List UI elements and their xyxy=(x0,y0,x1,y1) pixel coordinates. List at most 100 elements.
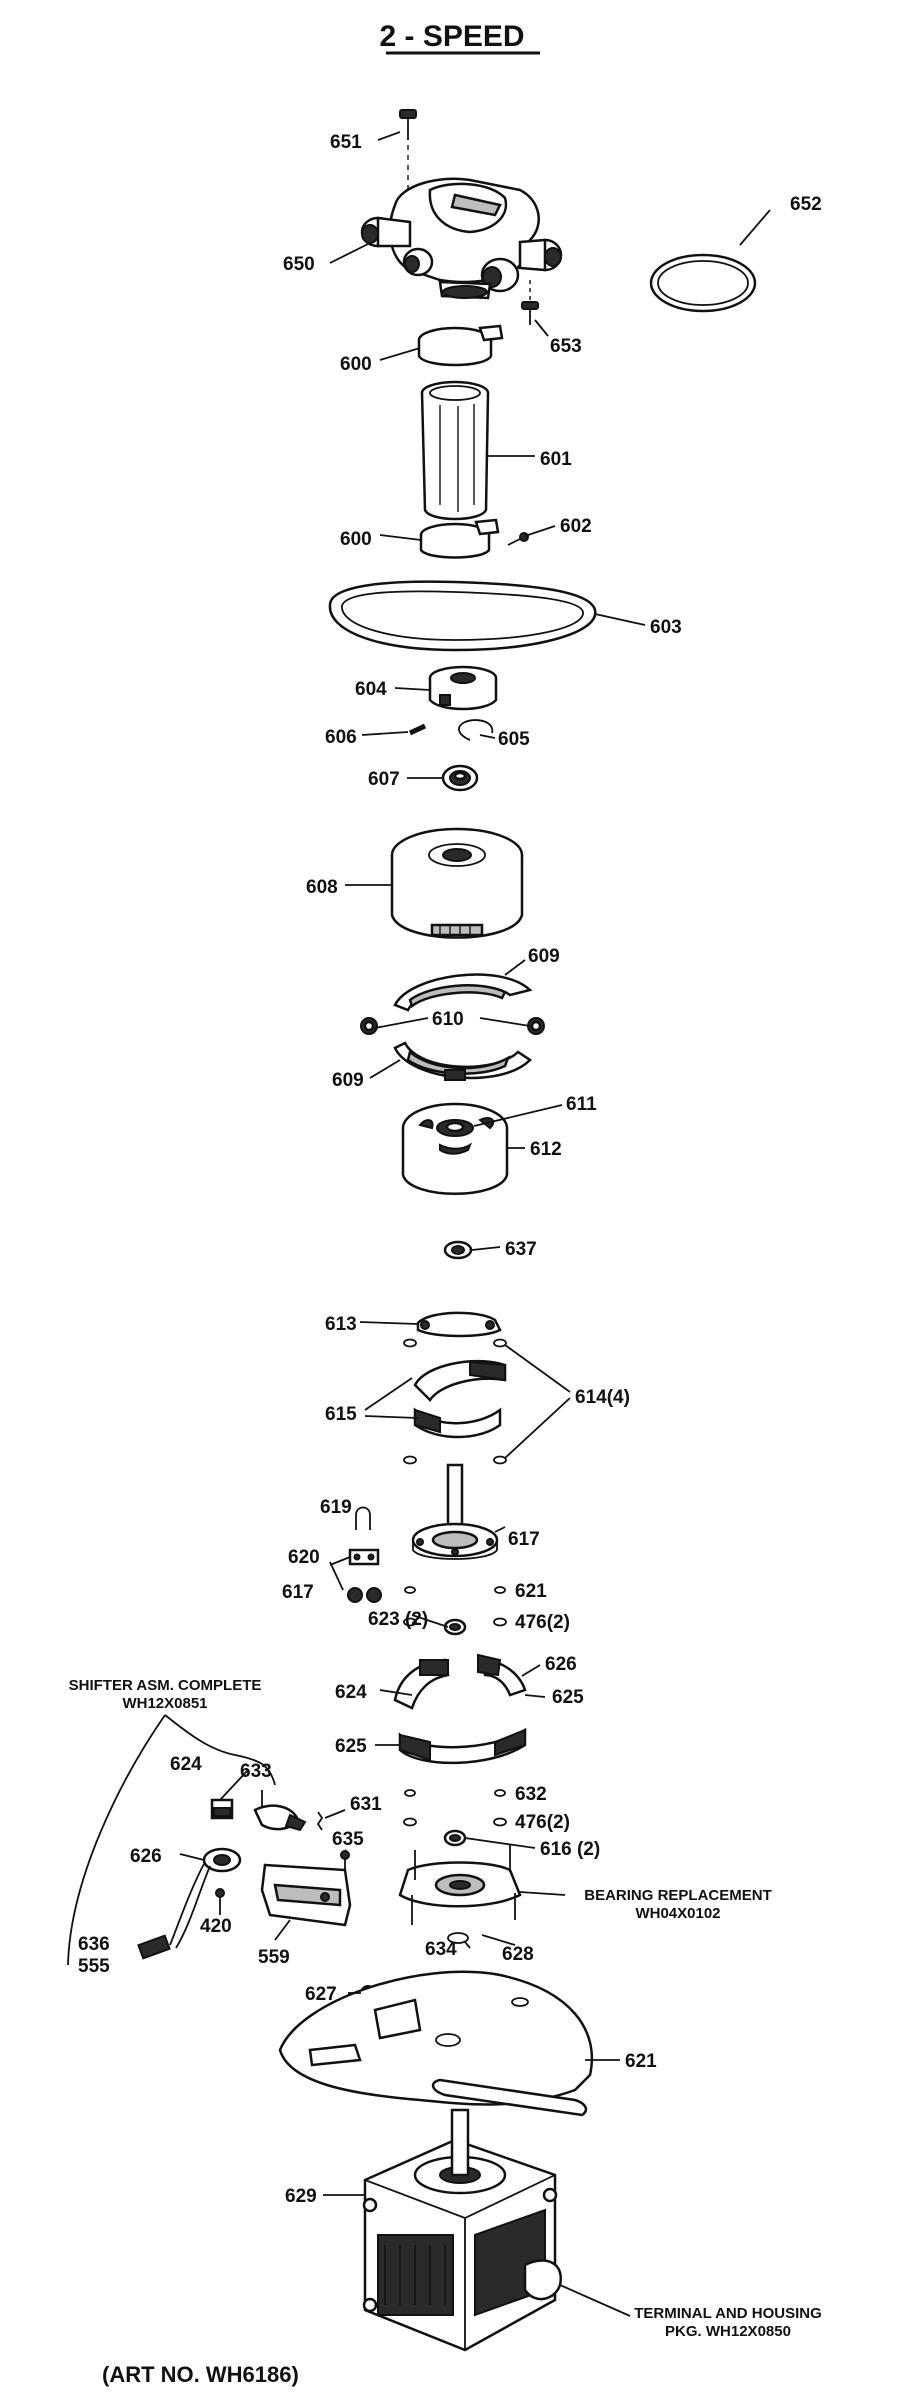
callout-635: 626 xyxy=(130,1846,162,1867)
callout-611: 611 xyxy=(566,1094,597,1115)
callout-600-upper: 600 xyxy=(340,354,372,375)
callout-629: 621 xyxy=(625,2051,657,2072)
part-606-pin xyxy=(408,723,427,736)
part-613-plate xyxy=(416,1311,502,1338)
part-631-shifter-cam xyxy=(253,1804,307,1832)
terminal-caption-line1: TERMINAL AND HOUSING xyxy=(634,2305,822,2322)
shifter-assembly xyxy=(67,1714,352,1966)
part-620-plate xyxy=(348,1548,380,1566)
callout-626-upper: 623 (2) xyxy=(368,1609,428,1630)
part-619-u-bolt xyxy=(355,1506,371,1530)
part-629-base-plate xyxy=(278,1970,594,2117)
part-633-knob xyxy=(210,1798,234,1820)
part-614-washers xyxy=(403,1338,507,1465)
washers-476-623-upper xyxy=(403,1586,507,1627)
shifter-caption-line1: SHIFTER ASM. COMPLETE xyxy=(69,1677,262,1694)
washers-476-616-lower xyxy=(403,1789,507,1827)
leader-lines xyxy=(179,131,771,2317)
callout-626-lower: 616 (2) xyxy=(540,1839,600,1860)
callout-625-left: 624 xyxy=(335,1682,367,1703)
part-600-lower-clamp xyxy=(419,518,500,559)
part-652-o-ring xyxy=(649,253,757,313)
part-602-screw xyxy=(507,532,529,546)
bearing-caption-line2: WH04X0102 xyxy=(635,1905,720,1922)
captions: SHIFTER ASM. COMPLETE WH12X0851 BEARING … xyxy=(69,1677,822,2387)
part-605-ring-clip xyxy=(458,719,494,741)
callout-617-text: 617 xyxy=(508,1529,540,1550)
part-624-625-upper-shifter xyxy=(393,1653,527,1710)
callout-labels: 651 650 652 653 600 601 600 602 603 604 … xyxy=(78,132,822,2207)
callout-636: 420 xyxy=(200,1916,232,1937)
part-617-shaft xyxy=(411,1463,499,1560)
callout-613: 613 xyxy=(325,1314,357,1335)
part-627-bearing-replacement xyxy=(398,1845,522,1925)
callout-653: 653 xyxy=(550,336,582,357)
callout-652: 652 xyxy=(790,194,822,215)
diagram-title: 2 - SPEED xyxy=(379,20,540,55)
callout-555: 636 xyxy=(78,1934,110,1955)
part-637-nut xyxy=(443,1240,473,1260)
callout-650: 650 xyxy=(283,254,315,275)
callout-620: 620 xyxy=(288,1547,320,1568)
callout-634: 559 xyxy=(258,1947,290,1968)
part-636-screw xyxy=(215,1888,225,1905)
part-600-upper-clamp xyxy=(417,324,504,367)
callout-621-lower: 627 xyxy=(305,1984,337,2005)
callout-621-upper: 617 xyxy=(282,1582,314,1603)
part-555-559-connector xyxy=(137,1934,171,1960)
part-601-hose xyxy=(420,380,490,521)
part-603-belt xyxy=(328,580,597,652)
part-634-bracket xyxy=(260,1863,352,1927)
callout-420: 635 xyxy=(332,1829,364,1850)
part-615-cams xyxy=(413,1359,507,1439)
part-604-pulley-hub xyxy=(428,665,498,711)
callout-602: 602 xyxy=(560,516,592,537)
callout-637: 637 xyxy=(505,1239,537,1260)
callout-476-upper: 621 xyxy=(515,1581,547,1602)
terminal-caption-line2: PKG. WH12X0850 xyxy=(665,2323,791,2340)
callout-605: 605 xyxy=(498,729,530,750)
callout-612: 612 xyxy=(530,1139,562,1160)
callout-615: 615 xyxy=(325,1404,357,1425)
part-626-upper-bearing xyxy=(443,1618,467,1636)
callout-603: 603 xyxy=(650,617,682,638)
art-number: (ART NO. WH6186) xyxy=(102,2362,299,2387)
callout-651: 651 xyxy=(330,132,362,153)
part-609-lower-brake-shoe xyxy=(393,1041,532,1081)
callout-624-upper: 626 xyxy=(545,1654,577,1675)
callout-616: 476(2) xyxy=(515,1812,570,1833)
callout-608: 608 xyxy=(306,877,338,898)
title-text: 2 - SPEED xyxy=(379,20,524,53)
part-608-drive-pulley xyxy=(390,827,524,939)
callout-624-lower: 625 xyxy=(335,1736,367,1757)
callout-627: 628 xyxy=(502,1944,534,1965)
callout-631: 633 xyxy=(240,1761,272,1782)
callout-614: 614(4) xyxy=(575,1387,630,1408)
part-626-lower-bearing xyxy=(443,1829,467,1847)
part-650-pump xyxy=(360,177,563,300)
part-624-lower-shifter xyxy=(398,1727,527,1765)
callout-600-lower: 600 xyxy=(340,529,372,550)
callout-625-right: 625 xyxy=(552,1687,584,1708)
callout-628: 634 xyxy=(425,1939,457,1960)
callout-609-lower: 609 xyxy=(332,1070,364,1091)
callout-623: 476(2) xyxy=(515,1612,570,1633)
callout-606: 606 xyxy=(325,727,357,748)
callout-609-upper: 609 xyxy=(528,946,560,967)
terminal-housing xyxy=(523,2259,563,2301)
callout-607: 607 xyxy=(368,769,400,790)
callout-610: 610 xyxy=(432,1009,464,1030)
part-632-spring xyxy=(316,1811,324,1831)
callout-619: 619 xyxy=(320,1497,352,1518)
callout-632: 631 xyxy=(350,1794,382,1815)
part-607-bearing xyxy=(441,764,479,792)
callout-559: 555 xyxy=(78,1956,110,1977)
part-420-screw xyxy=(340,1850,350,1870)
part-609-upper-brake-shoe xyxy=(393,973,533,1012)
part-612-brake-housing xyxy=(401,1102,509,1195)
part-630-motor xyxy=(362,2108,563,2352)
part-653-screw xyxy=(521,280,539,325)
shifter-caption-line2: WH12X0851 xyxy=(122,1695,207,1712)
callout-633: 624 xyxy=(170,1754,202,1775)
